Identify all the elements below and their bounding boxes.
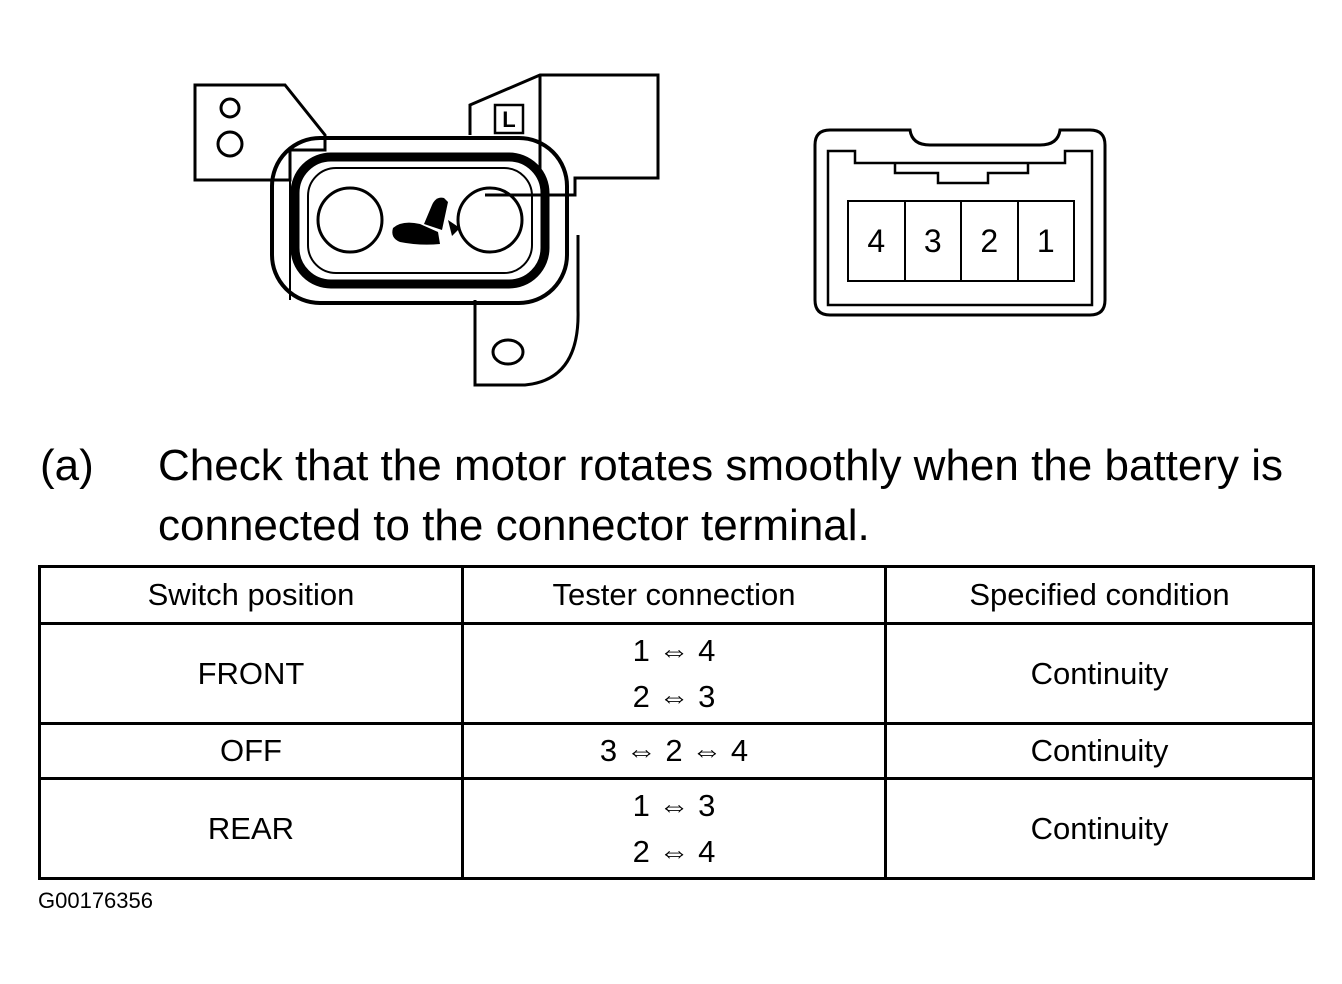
- condition-cell: Continuity: [884, 622, 1315, 725]
- terminal-4: 4: [849, 202, 906, 280]
- terminal-cavity-row: 4 3 2 1: [847, 200, 1075, 282]
- inspection-table: Switch position Tester connection Specif…: [38, 565, 1315, 880]
- tester-connection-cell: 1 ⇔ 4 2 ⇔ 3: [461, 622, 887, 725]
- connector-latch: [893, 163, 1030, 185]
- terminal-2: 2: [962, 202, 1019, 280]
- seat-icon: [392, 197, 460, 245]
- connection-line: 1 ⇔ 3: [632, 787, 716, 823]
- top-right-bracket: [468, 73, 660, 197]
- bottom-bracket: [473, 235, 580, 387]
- switch-knob-front: [316, 186, 384, 254]
- seat-switch-drawing: L: [193, 73, 660, 387]
- switch-position-cell: OFF: [38, 722, 464, 780]
- step-marker: (a): [40, 441, 94, 490]
- table-row: FRONT 1 ⇔ 4 2 ⇔ 3 Continuity: [38, 622, 1315, 725]
- table-row: REAR 1 ⇔ 3 2 ⇔ 4 Continuity: [38, 777, 1315, 880]
- condition-cell: Continuity: [884, 722, 1315, 780]
- switch-body-outer: [270, 136, 569, 305]
- switch-position-cell: FRONT: [38, 622, 464, 725]
- connector-housing: [813, 128, 1107, 317]
- tester-connection-cell: 3 ⇔ 2 ⇔ 4: [461, 722, 887, 780]
- figure-id: G00176356: [38, 888, 153, 913]
- switch-knob-rear: [456, 186, 524, 254]
- side-letter: L: [502, 107, 515, 132]
- bottom-hole: [491, 338, 525, 366]
- connection-line: 3 ⇔ 2 ⇔ 4: [599, 733, 749, 768]
- terminal-3: 3: [906, 202, 962, 280]
- connection-line: 1 ⇔ 4: [632, 632, 716, 668]
- table-header: Switch position Tester connection Specif…: [38, 565, 1315, 625]
- header-tester-connection: Tester connection: [461, 565, 887, 625]
- mount-hole-large: [216, 130, 244, 158]
- connector-drawing: [813, 128, 1107, 317]
- left-bracket: [193, 83, 327, 182]
- header-specified-condition: Specified condition: [884, 565, 1315, 625]
- tester-connection-cell: 1 ⇔ 3 2 ⇔ 4: [461, 777, 887, 880]
- side-letter-box: [493, 103, 525, 135]
- switch-position-cell: REAR: [38, 777, 464, 880]
- switch-body-inner: [290, 152, 550, 289]
- mount-hole-small: [219, 97, 241, 119]
- connection-line: 2 ⇔ 4: [632, 833, 716, 869]
- header-switch-position: Switch position: [38, 565, 464, 625]
- table-row: OFF 3 ⇔ 2 ⇔ 4 Continuity: [38, 722, 1315, 780]
- connection-line: 2 ⇔ 3: [632, 678, 716, 714]
- instruction-text: Check that the motor rotates smoothly wh…: [158, 441, 1283, 550]
- terminal-1: 1: [1036, 222, 1055, 259]
- condition-cell: Continuity: [884, 777, 1315, 880]
